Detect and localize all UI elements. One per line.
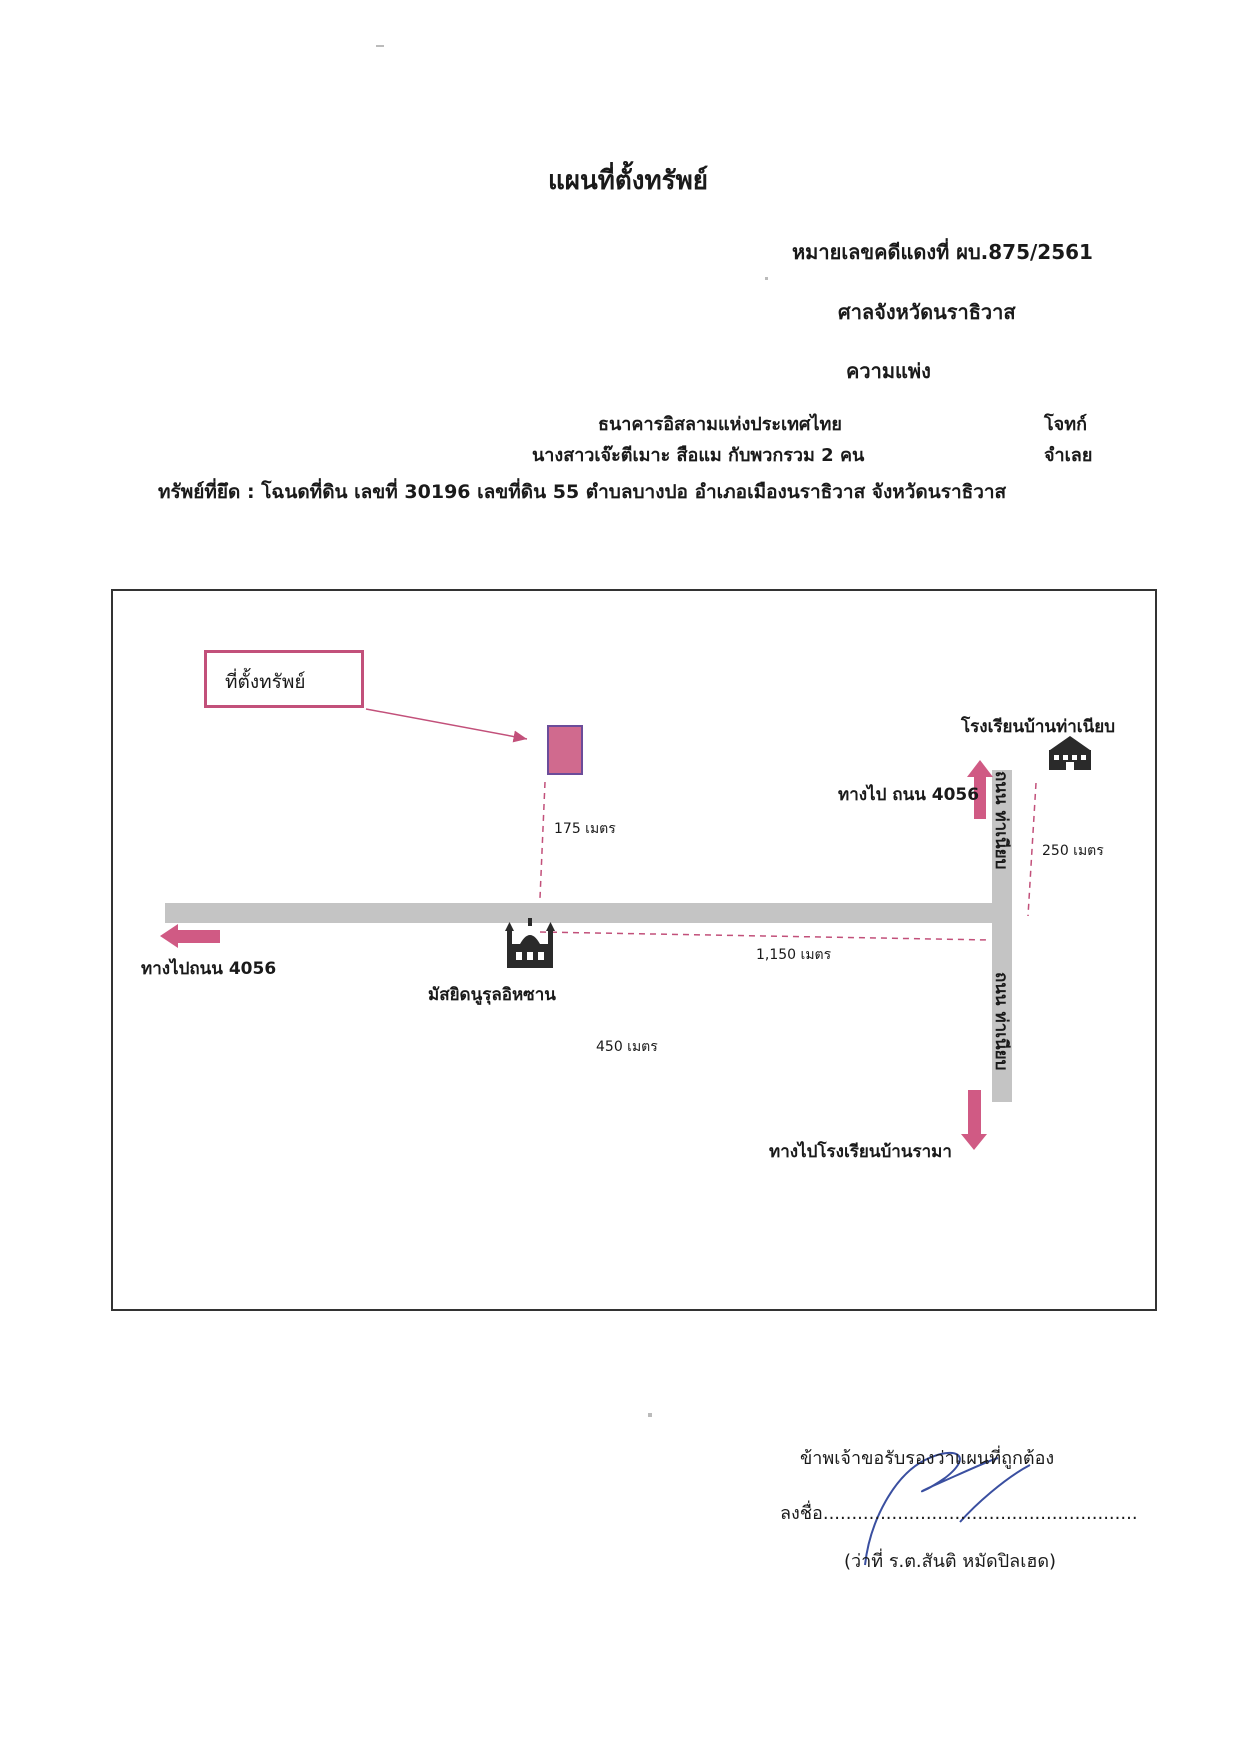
main-road: [165, 903, 1002, 923]
signature-line: ลงชื่อ..................................…: [780, 1503, 1138, 1524]
plaintiff-name: ธนาคารอิสลามแห่งประเทศไทย: [598, 414, 842, 435]
case-type: ความแพ่ง: [846, 359, 931, 383]
defendant-role: จำเลย: [1044, 445, 1093, 466]
distance-property-label: 175 เมตร: [554, 821, 616, 837]
distance-line-mosque: [539, 931, 991, 941]
case-number: หมายเลขคดีแดงที่ ผบ.875/2561: [792, 240, 1093, 264]
scan-speck: [765, 277, 768, 280]
page-title: แผนที่ตั้งทรัพย์: [548, 166, 708, 196]
mosque-icon: [505, 918, 555, 968]
court-name: ศาลจังหวัดนราธิวาส: [838, 300, 1016, 324]
map-frame: [111, 589, 1157, 1311]
tha-niap-road: [992, 770, 1012, 1102]
property-label: ที่ตั้งทรัพย์: [225, 671, 306, 693]
property-label-box: ที่ตั้งทรัพย์: [204, 650, 364, 708]
distance-line-property: [539, 781, 546, 899]
to-school-bottom-label: ทางไปโรงเรียนบ้านรามา: [769, 1142, 952, 1162]
seized-property: ทรัพย์ที่ยึด : โฉนดที่ดิน เลขที่ 30196 เ…: [158, 481, 1007, 503]
defendant-name: นางสาวเจ๊ะตีเมาะ สือแม กับพวกรวม 2 คน: [532, 445, 865, 466]
arrow-down-icon: [961, 1090, 987, 1150]
road-name-lower: ถนน ท่าเนียบ: [991, 972, 1011, 1071]
to-road-top-label: ทางไป ถนน 4056: [838, 785, 980, 805]
distance-450-label: 450 เมตร: [596, 1039, 658, 1055]
school-icon: [1049, 736, 1091, 770]
mosque-label: มัสยิดนูรุลอิหซาน: [428, 985, 556, 1005]
plaintiff-role: โจทก์: [1044, 414, 1087, 435]
property-marker: [547, 725, 583, 775]
distance-school-label: 250 เมตร: [1042, 843, 1104, 859]
scan-speck: [376, 45, 384, 47]
distance-mosque-road-label: 1,150 เมตร: [756, 947, 832, 963]
school-top-label: โรงเรียนบ้านท่าเนียบ: [961, 717, 1115, 737]
arrow-up-icon: [967, 760, 993, 819]
to-road-left-label: ทางไปถนน 4056: [141, 959, 277, 979]
property-pointer: [365, 708, 528, 743]
scan-speck: [648, 1413, 652, 1417]
road-name-upper: ถนน ท่าเนียบ: [991, 771, 1011, 870]
signature: [864, 1451, 1031, 1566]
certification-statement: ข้าพเจ้าขอรับรองว่าแผนที่ถูกต้อง: [800, 1448, 1055, 1469]
signer-name: (ว่าที่ ร.ต.สันติ หมัดปิลเฮด): [844, 1551, 1057, 1572]
arrow-left-icon: [160, 924, 220, 948]
distance-line-school: [1027, 782, 1037, 917]
